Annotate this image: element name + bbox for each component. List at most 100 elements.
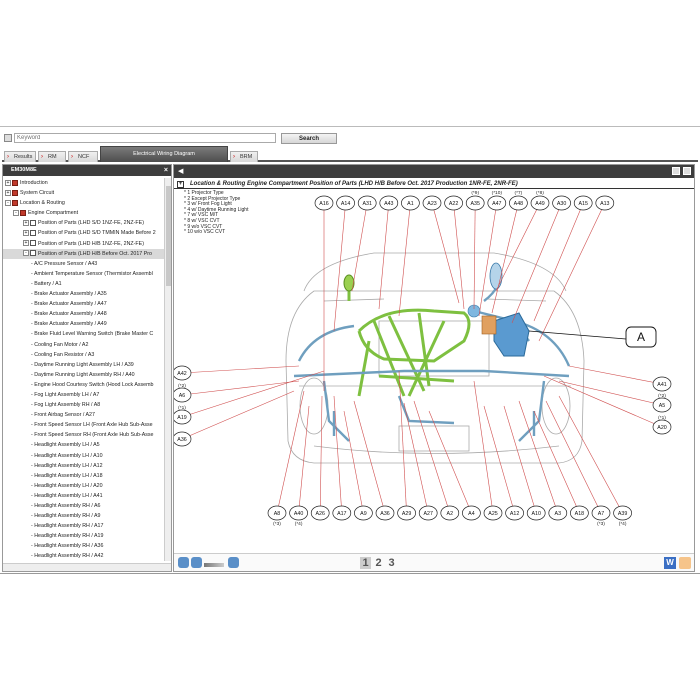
connector-a26[interactable]: A26: [310, 505, 330, 521]
tab-ncf[interactable]: ›NCF: [68, 151, 98, 162]
tab-electrical-wiring-diagram[interactable]: Electrical Wiring Diagram: [100, 146, 228, 162]
zoom-slider[interactable]: [204, 563, 224, 567]
tree-item[interactable]: - Cooling Fan Resistor / A3: [3, 350, 165, 360]
tree-item[interactable]: - Engine Hood Courtesy Switch (Hood Lock…: [3, 380, 165, 390]
connector-a20[interactable]: A20(*1): [652, 415, 672, 435]
tree-item[interactable]: - Brake Actuator Assembly / A48: [3, 309, 165, 319]
tree-item[interactable]: - Fog Light Assembly LH / A7: [3, 390, 165, 400]
connector-a30[interactable]: A30: [552, 195, 571, 211]
tree-item[interactable]: - Front Airbag Sensor / A27: [3, 410, 165, 420]
connector-a23[interactable]: A23: [422, 195, 442, 211]
tree-item[interactable]: - Front Speed Sensor RH (Front Axle Hub …: [3, 430, 165, 440]
connector-a22[interactable]: A22: [444, 195, 463, 211]
export-icon[interactable]: [683, 167, 691, 175]
expand-toggle-icon[interactable]: +: [23, 240, 29, 247]
tree-item[interactable]: - Headlight Assembly RH / A17: [3, 521, 165, 531]
tree-item[interactable]: - Brake Fluid Level Warning Switch (Brak…: [3, 329, 165, 339]
tree-item[interactable]: - Headlight Assembly LH / A20: [3, 481, 165, 491]
connector-a31[interactable]: A31: [357, 195, 377, 211]
connector-a48[interactable]: A48(*7): [509, 191, 528, 211]
connector-a7[interactable]: A7(*3): [591, 505, 611, 527]
fit-icon[interactable]: [228, 557, 239, 568]
connector-a36[interactable]: A36: [375, 505, 395, 521]
tab-results[interactable]: ›Results: [4, 151, 36, 162]
tree-item[interactable]: +Introduction: [3, 178, 165, 188]
connector-a36[interactable]: A36: [174, 431, 192, 447]
tree-item[interactable]: - Ambient Temperature Sensor (Thermistor…: [3, 269, 165, 279]
tree-item[interactable]: - Daytime Running Light Assembly LH / A3…: [3, 360, 165, 370]
expand-toggle-icon[interactable]: -: [23, 250, 29, 257]
print-icon[interactable]: [672, 167, 680, 175]
connector-a35[interactable]: A35(*9): [465, 191, 485, 211]
tree-item[interactable]: - Front Speed Sensor LH (Front Axle Hub …: [3, 420, 165, 430]
expand-toggle-icon[interactable]: +: [23, 219, 29, 226]
tree-item[interactable]: - Headlight Assembly RH / A19: [3, 531, 165, 541]
callout-a[interactable]: A: [528, 326, 657, 348]
connector-a14[interactable]: A14: [336, 195, 355, 211]
page-2-link[interactable]: 2: [375, 557, 382, 569]
tree-item[interactable]: - Headlight Assembly LH / A12: [3, 461, 165, 471]
tree-item[interactable]: +System Circuit: [3, 188, 165, 198]
tree-item[interactable]: - Fog Light Assembly RH / A8: [3, 400, 165, 410]
back-arrow-icon[interactable]: ◀: [178, 168, 184, 175]
expand-toggle-icon[interactable]: +: [23, 230, 29, 237]
connector-a9[interactable]: A9: [354, 505, 373, 521]
connector-a4[interactable]: A4: [462, 505, 481, 521]
tree-item[interactable]: - Brake Actuator Assembly / A35: [3, 289, 165, 299]
close-icon[interactable]: ×: [163, 167, 168, 174]
connector-a18[interactable]: A18: [570, 505, 589, 521]
tree-item[interactable]: - A/C Pressure Sensor / A43: [3, 259, 165, 269]
connector-a15[interactable]: A15: [573, 195, 593, 211]
tree-item[interactable]: - Battery / A1: [3, 279, 165, 289]
scrollbar-thumb[interactable]: [166, 186, 171, 286]
connector-a41[interactable]: A41: [652, 376, 672, 392]
tree-item[interactable]: - Headlight Assembly LH / A41: [3, 491, 165, 501]
tree-item[interactable]: - Cooling Fan Motor / A2: [3, 340, 165, 350]
connector-a8[interactable]: A8(*3): [267, 505, 287, 527]
zoom-out-icon[interactable]: [191, 557, 202, 568]
tree-item[interactable]: -Position of Parts (LHD H/B Before Oct. …: [3, 248, 165, 259]
connector-a40[interactable]: A40(*4): [289, 505, 308, 527]
tree-horizontal-scrollbar[interactable]: [3, 563, 171, 571]
tab-rm[interactable]: ›RM: [38, 151, 66, 162]
tree-vertical-scrollbar[interactable]: [164, 178, 171, 561]
search-input[interactable]: [14, 133, 276, 143]
connector-a29[interactable]: A29: [397, 505, 416, 521]
expand-toggle-icon[interactable]: -: [5, 199, 11, 206]
tree-item[interactable]: +Position of Parts (LHD S/D 1NZ-FE, 2NZ-…: [3, 218, 165, 228]
connector-a27[interactable]: A27: [418, 505, 438, 521]
connector-a13[interactable]: A13: [595, 195, 615, 211]
connector-a12[interactable]: A12: [505, 505, 524, 521]
tree-item[interactable]: - Headlight Assembly LH / A5: [3, 440, 165, 450]
connector-a16[interactable]: A16: [314, 195, 334, 211]
tree-item[interactable]: +Position of Parts (LHD H/B 1NZ-FE, 2NZ-…: [3, 239, 165, 249]
comment-icon[interactable]: [679, 557, 691, 569]
connector-a49[interactable]: A49(*8): [530, 191, 550, 211]
connector-a47[interactable]: A47(*10): [487, 191, 507, 211]
connector-a17[interactable]: A17: [332, 505, 352, 521]
tree-item[interactable]: - Headlight Assembly RH / A42: [3, 551, 165, 561]
tree-item[interactable]: +Position of Parts (LHD S/D TMMIN Made B…: [3, 228, 165, 238]
connector-a19[interactable]: A19(*1): [174, 405, 192, 425]
zoom-in-icon[interactable]: [178, 557, 189, 568]
tree-item[interactable]: - Daytime Running Light Assembly RH / A4…: [3, 370, 165, 380]
expand-toggle-icon[interactable]: +: [5, 189, 11, 196]
connector-a3[interactable]: A3: [548, 505, 568, 521]
tree-item[interactable]: - Headlight Assembly RH / A6: [3, 501, 165, 511]
search-icon[interactable]: [4, 134, 12, 142]
connector-a2[interactable]: A2: [440, 505, 460, 521]
tree-item[interactable]: - Headlight Assembly LH / A10: [3, 451, 165, 461]
page-1-link[interactable]: 1: [360, 557, 371, 569]
connector-a6[interactable]: A6(*2): [174, 383, 192, 403]
collapse-icon[interactable]: +: [177, 181, 184, 188]
tree-item[interactable]: -Location & Routing: [3, 198, 165, 208]
connector-a39[interactable]: A39(*4): [613, 505, 632, 527]
connector-a43[interactable]: A43: [379, 195, 399, 211]
tree-item[interactable]: -Engine Compartment: [3, 208, 165, 218]
tree-item[interactable]: - Headlight Assembly RH / A36: [3, 541, 165, 551]
connector-a25[interactable]: A25: [483, 505, 503, 521]
expand-toggle-icon[interactable]: +: [5, 179, 11, 186]
tree-item[interactable]: - Headlight Assembly LH / A18: [3, 471, 165, 481]
search-button[interactable]: Search: [281, 133, 337, 144]
tree-item[interactable]: - Headlight Assembly RH / A9: [3, 511, 165, 521]
